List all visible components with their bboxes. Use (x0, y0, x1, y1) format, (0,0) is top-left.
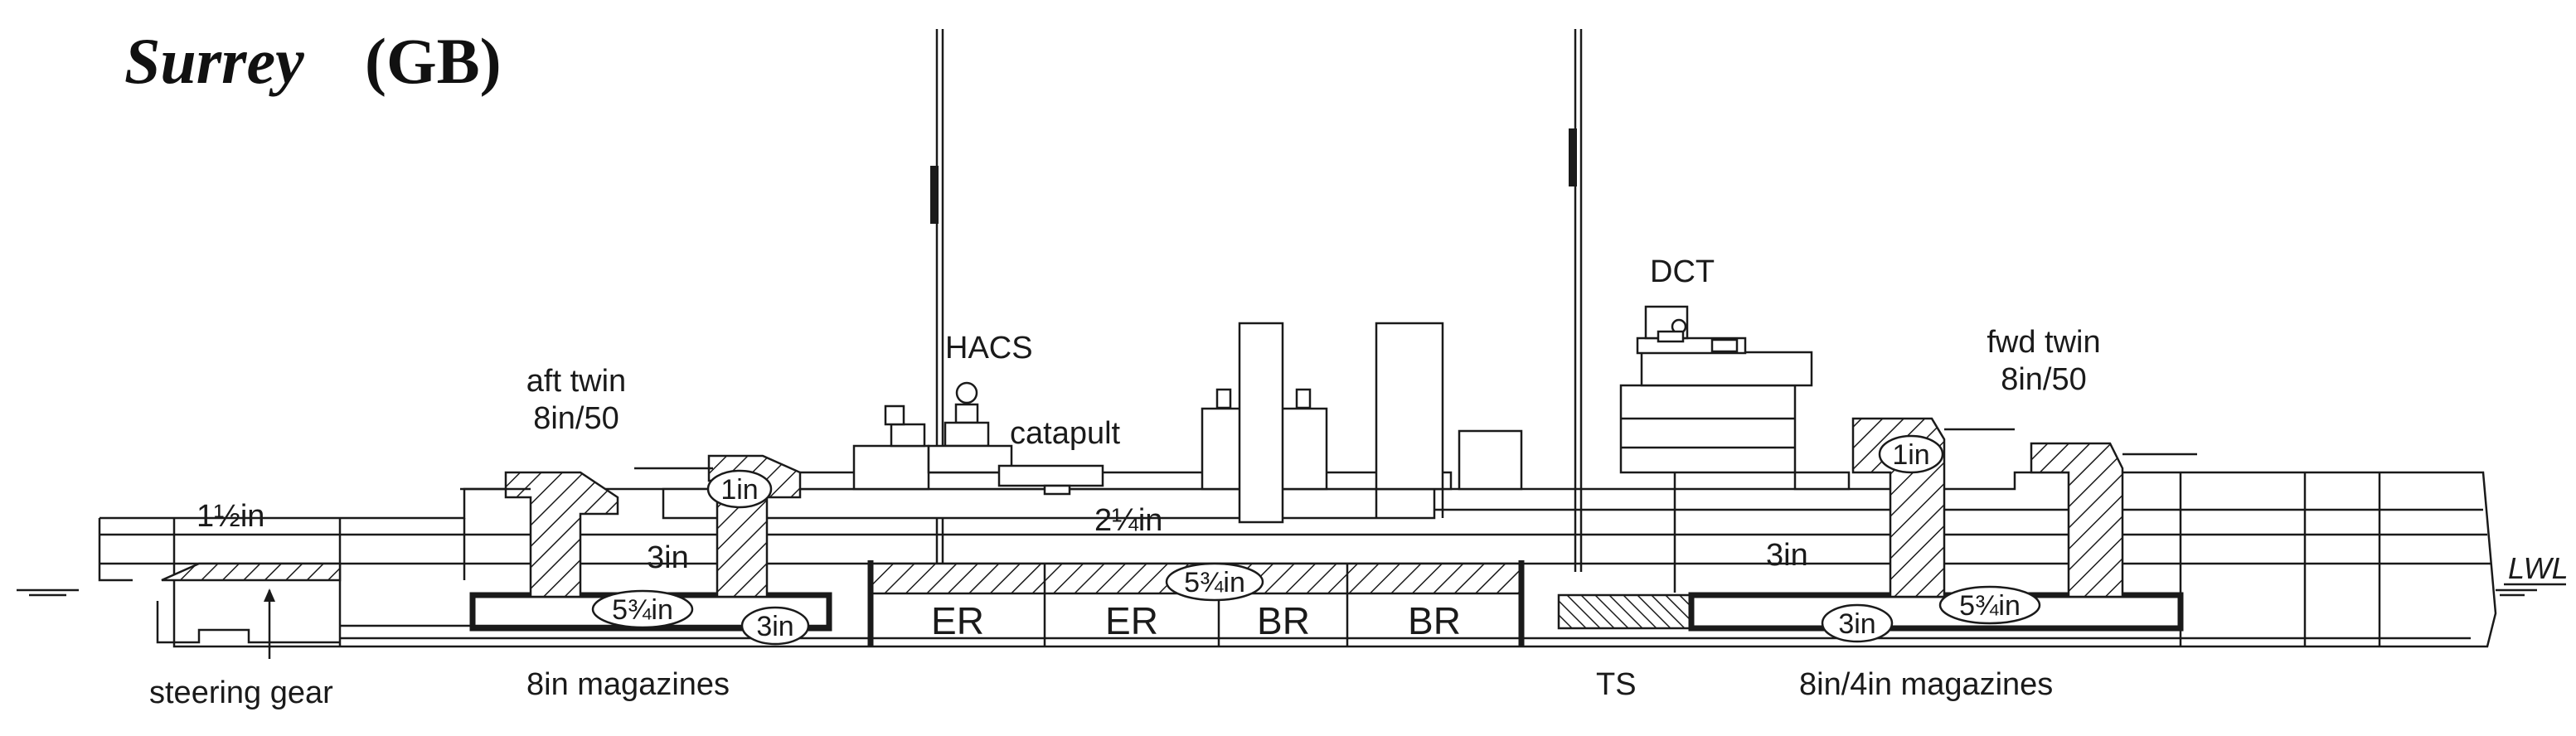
svg-text:1in: 1in (720, 474, 758, 506)
fwd-twin-label: fwd twin (1987, 325, 2100, 360)
fwd-magazines-label: 8in/4in magazines (1799, 667, 2053, 702)
deck-armour-mid-label: 2¼in (1094, 503, 1162, 538)
compartments: ER ER BR BR (931, 599, 1461, 642)
hacs-director (954, 403, 979, 424)
engine-room-1: ER (931, 599, 984, 642)
aft-deckhouse (852, 444, 930, 491)
svg-text:3in: 3in (756, 611, 793, 642)
bridge-structure (1619, 384, 1797, 474)
steering-gear-label: steering gear (149, 675, 333, 710)
svg-text:3in: 3in (1838, 608, 1875, 640)
boiler-room-2: BR (1408, 599, 1461, 642)
aft-twin-label: aft twin (526, 364, 626, 399)
fwd-barbette-oval (1878, 434, 1944, 474)
aft-barbette-x (504, 471, 619, 598)
diagram-title: Surrey (GB) (124, 25, 502, 97)
catapult-label: catapult (1010, 416, 1121, 451)
ts-label: TS (1596, 667, 1637, 702)
aft-belt-oval (591, 589, 694, 629)
stern-profile (156, 601, 340, 644)
aft-mast-yard (930, 166, 939, 224)
aft-twin-calibre: 8in/50 (533, 401, 619, 436)
aft-deck-3in-label: 3in (647, 540, 689, 575)
engine-room-2: ER (1105, 599, 1158, 642)
fwd-barbette-a (2030, 442, 2124, 598)
ts-armour (1557, 593, 1693, 630)
armour-callouts: 1in 1in 5¾in 3in 5¾in 3in 5¾in (591, 434, 2041, 646)
aft-funnel (1238, 322, 1284, 524)
superstructure (662, 305, 1851, 524)
fwd-funnel (1375, 322, 1444, 491)
catapult (997, 464, 1104, 487)
hull-outline (99, 471, 2497, 648)
labels: aft twin 8in/50 fwd twin 8in/50 HACS cat… (17, 254, 2569, 710)
boiler-room-1: BR (1257, 599, 1310, 642)
aft-deck-armour (161, 562, 342, 582)
ship-country: (GB) (365, 25, 502, 97)
fwd-crown-oval (1821, 603, 1894, 643)
svg-text:5¾in: 5¾in (612, 594, 673, 626)
fwd-magazine-box (1688, 592, 2184, 632)
ship-name: Surrey (124, 25, 304, 97)
deck-armour-aft-label: 1½in (196, 499, 264, 534)
fwd-twin-calibre: 8in/50 (2001, 362, 2087, 397)
hacs-label: HACS (945, 331, 1033, 366)
svg-text:1in: 1in (1892, 439, 1929, 471)
aft-magazines-label: 8in magazines (526, 667, 730, 702)
aft-crown-oval (740, 606, 810, 646)
dct-label: DCT (1650, 254, 1715, 289)
fwd-deck-3in-label: 3in (1766, 538, 1808, 573)
svg-text:5¾in: 5¾in (1184, 567, 1245, 598)
lwl-label: LWL (2508, 551, 2569, 585)
fwd-belt-oval (1938, 585, 2041, 625)
aft-barbette-oval (706, 469, 773, 509)
svg-text:5¾in: 5¾in (1959, 590, 2021, 622)
fwd-mast-yard (1569, 128, 1577, 186)
mid-belt-oval (1165, 562, 1264, 602)
